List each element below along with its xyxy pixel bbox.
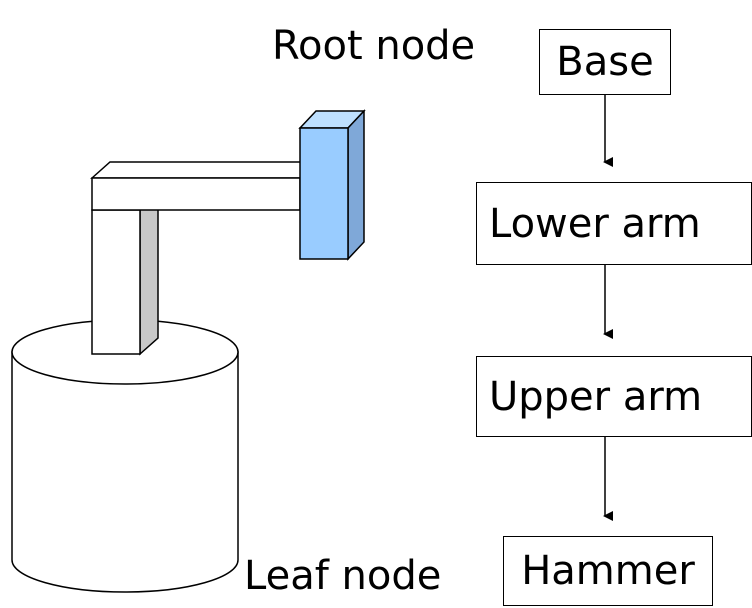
node-base-label: Base [556,39,654,85]
lower-arm-front [91,209,141,355]
base-cylinder [11,319,239,593]
upper-arm-shape [90,161,320,211]
root-node-label: Root node [272,23,476,69]
node-upper-arm: Upper arm [476,356,752,437]
leaf-node-label: Leaf node [244,553,442,599]
node-base: Base [539,29,671,95]
lower-arm-shape [91,192,159,356]
lower-arm-side [139,192,159,356]
upper-arm-top [90,161,320,179]
hammer-front [299,127,349,260]
node-hammer-label: Hammer [521,548,695,594]
node-lower-arm-label: Lower arm [489,200,701,247]
hammer-shape [298,109,366,261]
upper-arm-front [91,177,301,211]
node-hammer: Hammer [503,536,713,606]
hammer-side [347,109,365,261]
node-lower-arm: Lower arm [476,182,752,265]
node-upper-arm-label: Upper arm [489,373,703,420]
